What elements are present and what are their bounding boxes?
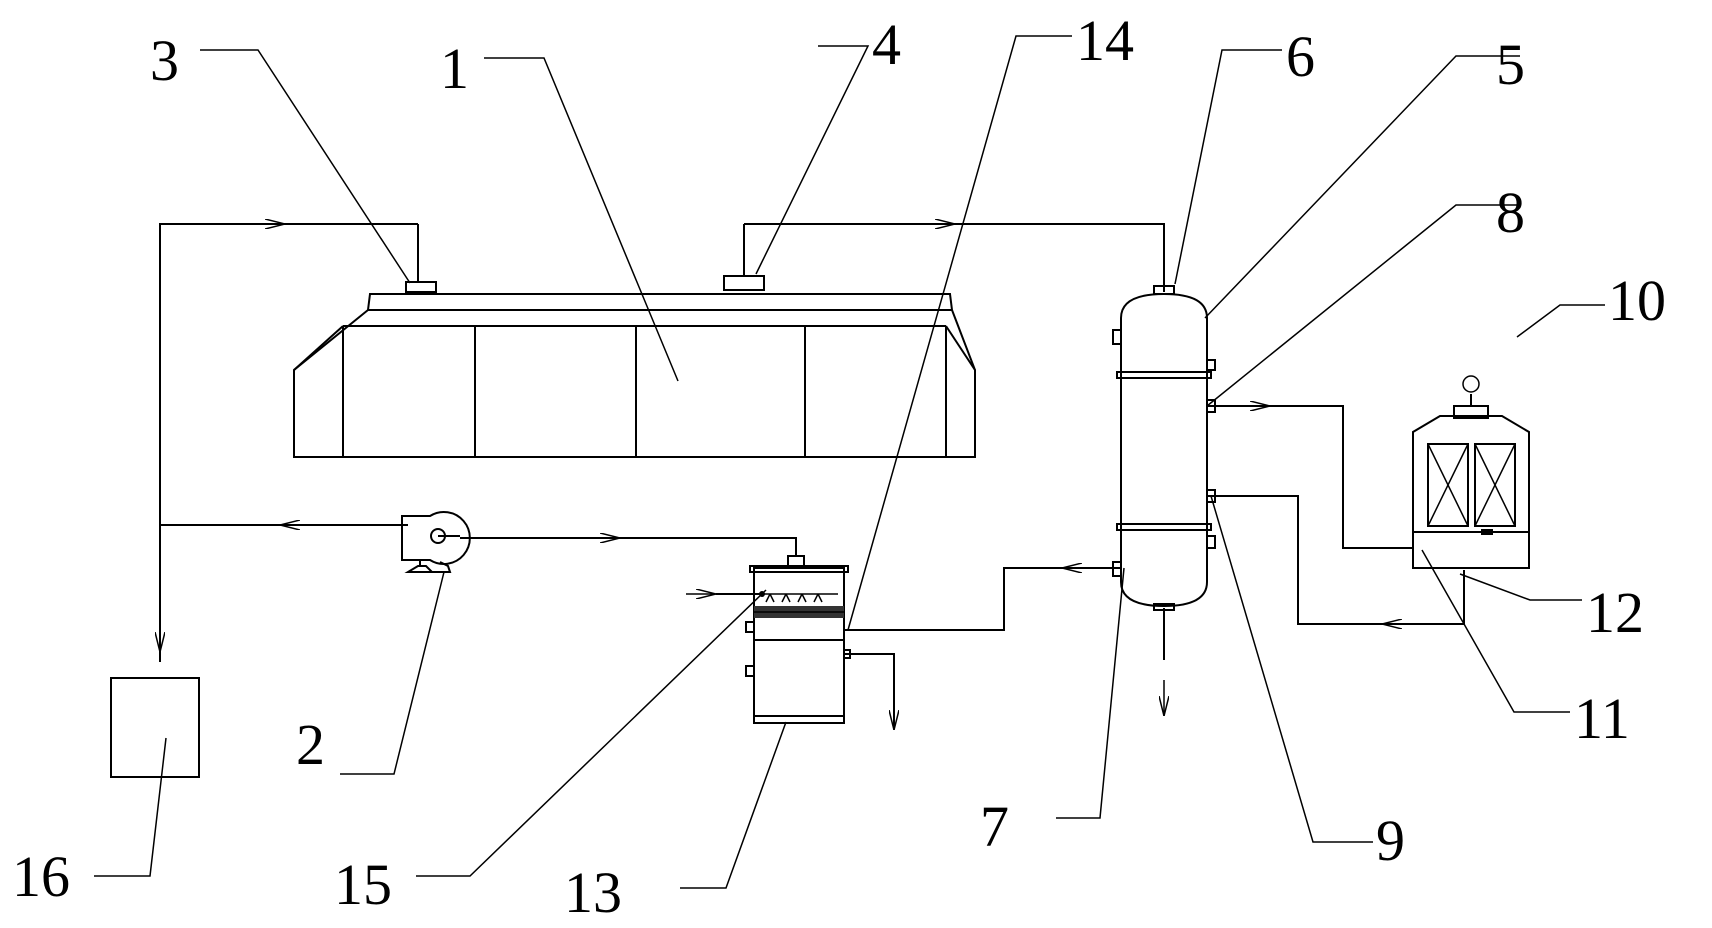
spray-nozzles xyxy=(765,593,823,603)
label-15: 15 xyxy=(334,852,392,917)
leader-lines xyxy=(94,35,1605,889)
label-12: 12 xyxy=(1586,580,1644,645)
label-13: 13 xyxy=(564,860,622,925)
label-2: 2 xyxy=(296,712,325,777)
component-labels: 3 1 4 14 6 5 8 10 12 11 9 7 13 15 2 16 xyxy=(12,8,1666,925)
label-6: 6 xyxy=(1286,24,1315,89)
label-8: 8 xyxy=(1496,180,1525,245)
gauge-icon xyxy=(1462,375,1480,393)
inlet-nozzle-3 xyxy=(405,224,437,293)
label-9: 9 xyxy=(1376,808,1405,873)
label-4: 4 xyxy=(872,12,901,77)
label-5: 5 xyxy=(1496,32,1525,97)
label-11: 11 xyxy=(1574,686,1630,751)
label-10: 10 xyxy=(1608,268,1666,333)
enclosure-unit-1 xyxy=(293,293,976,458)
storage-tank-16 xyxy=(110,677,200,778)
cooling-tower-10 xyxy=(1412,375,1530,569)
pipe-network xyxy=(160,224,1465,730)
fan-unit-2 xyxy=(401,511,471,573)
fill-panel-right xyxy=(1474,443,1516,527)
label-16: 16 xyxy=(12,844,70,909)
label-7: 7 xyxy=(980,794,1009,859)
scrubber-tower-13 xyxy=(745,555,851,724)
label-14: 14 xyxy=(1076,8,1134,73)
outlet-nozzle-4 xyxy=(723,224,765,291)
label-3: 3 xyxy=(150,28,179,93)
condenser-column-5 xyxy=(1112,285,1216,611)
label-1: 1 xyxy=(440,36,469,101)
fill-panel-left xyxy=(1427,443,1469,527)
